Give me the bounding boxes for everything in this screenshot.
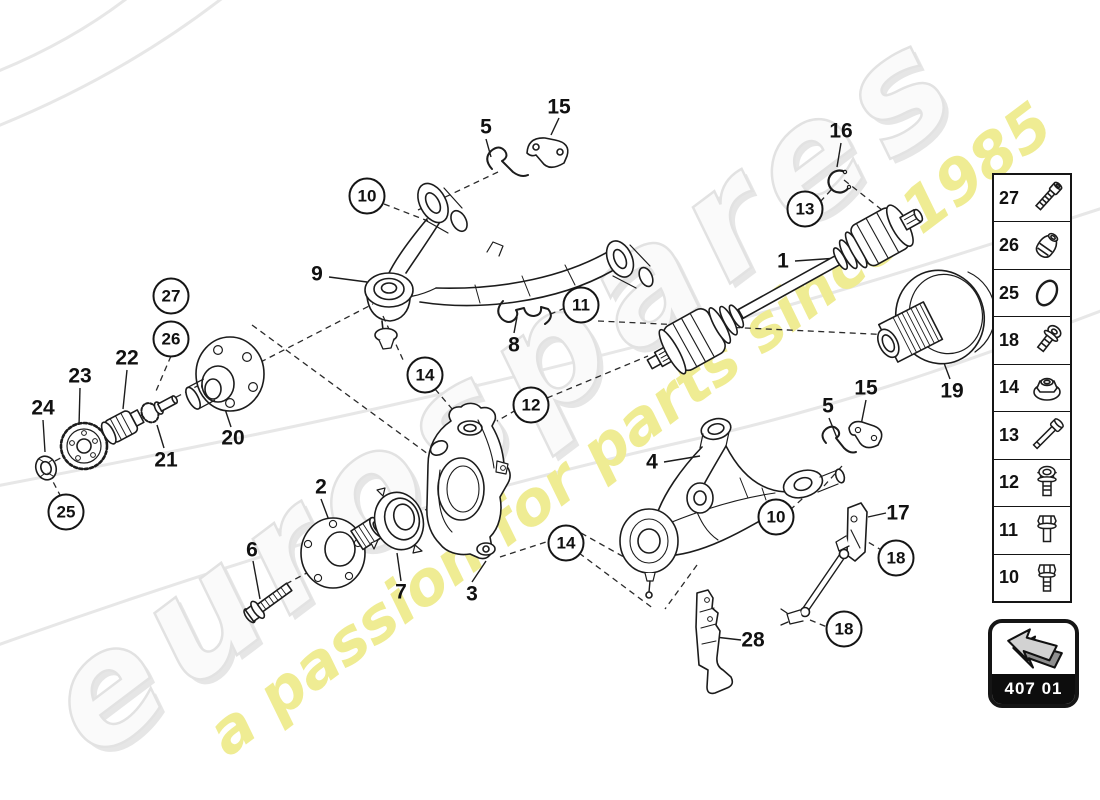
clamp-8-drawing xyxy=(497,300,552,325)
callout-7[interactable]: 7 xyxy=(395,580,407,604)
ribbed-bolt-icon xyxy=(1027,463,1067,503)
callout-5[interactable]: 5 xyxy=(480,115,492,139)
sensor-bracket-17-drawing xyxy=(835,502,868,562)
flange-screw-icon xyxy=(1027,321,1067,361)
sidebar-hardware-row[interactable]: 18 xyxy=(994,316,1070,363)
sidebar-part-number: 10 xyxy=(999,567,1020,588)
sidebar-part-number: 13 xyxy=(999,424,1020,445)
callout-1[interactable]: 1 xyxy=(777,249,789,273)
long-bolt-icon xyxy=(1027,415,1067,455)
circled-callout-27[interactable]: 27 xyxy=(152,277,190,315)
sidebar-hardware-row[interactable]: 12 xyxy=(994,458,1070,506)
wheel-bearing-7-drawing xyxy=(370,487,425,554)
tone-wheel-23-drawing xyxy=(59,421,109,471)
sidebar-hardware-row[interactable]: 11 xyxy=(994,506,1070,553)
callout-4[interactable]: 4 xyxy=(646,450,658,474)
hex-bolt-icon xyxy=(1027,558,1067,598)
cap-22-drawing xyxy=(100,409,145,445)
diagram-code-box[interactable]: 407 01 xyxy=(988,619,1079,708)
sidebar-hardware-row[interactable]: 27 xyxy=(994,175,1070,221)
callout-21[interactable]: 21 xyxy=(154,448,178,472)
leader-lines xyxy=(42,117,951,641)
sidebar-hardware-row[interactable]: 13 xyxy=(994,411,1070,458)
sidebar-part-number: 27 xyxy=(999,187,1020,208)
callout-8[interactable]: 8 xyxy=(508,333,520,357)
flange-nut-icon xyxy=(1027,368,1067,408)
callout-24[interactable]: 24 xyxy=(31,396,55,420)
sidebar-part-number: 25 xyxy=(999,282,1020,303)
lug-nut-icon xyxy=(1027,226,1067,266)
wheel-hub-2-drawing xyxy=(300,516,386,589)
nut-24-drawing xyxy=(34,455,58,481)
diagram-code-label: 407 01 xyxy=(992,674,1075,704)
o-ring-icon xyxy=(1027,273,1067,313)
sensor-link-drawing xyxy=(780,548,850,626)
callout-17[interactable]: 17 xyxy=(886,501,910,525)
callout-23[interactable]: 23 xyxy=(68,364,92,388)
lower-control-arm-drawing xyxy=(619,417,846,599)
clip-15-right-drawing xyxy=(848,420,883,449)
sidebar-part-number: 11 xyxy=(999,519,1019,540)
sidebar-hardware-row[interactable]: 25 xyxy=(994,268,1070,316)
callout-19[interactable]: 19 xyxy=(940,379,964,403)
sidebar-hardware-row[interactable]: 26 xyxy=(994,221,1070,268)
callout-22[interactable]: 22 xyxy=(115,346,139,370)
bolt-6-drawing xyxy=(243,582,293,624)
sidebar-part-number: 18 xyxy=(999,330,1020,351)
circled-callout-10[interactable]: 10 xyxy=(348,177,386,215)
circled-callout-11[interactable]: 11 xyxy=(562,286,600,324)
hex-flange-bolt-icon xyxy=(1027,510,1067,550)
circled-callout-12[interactable]: 12 xyxy=(512,386,550,424)
steering-knuckle-3-drawing xyxy=(426,402,511,560)
sidebar-part-number: 12 xyxy=(999,472,1020,493)
circled-callout-14[interactable]: 14 xyxy=(547,524,585,562)
callout-6[interactable]: 6 xyxy=(246,538,258,562)
circled-callout-10[interactable]: 10 xyxy=(757,498,795,536)
callout-15[interactable]: 15 xyxy=(854,376,878,400)
back-arrow-icon xyxy=(992,623,1075,674)
circled-callout-14[interactable]: 14 xyxy=(406,356,444,394)
stub-shaft-21-drawing xyxy=(140,395,179,424)
hardware-sidebar: 27 26 25 18 14 13 12 xyxy=(992,173,1072,603)
bracket-28-drawing xyxy=(695,589,734,695)
circled-callout-18[interactable]: 18 xyxy=(877,539,915,577)
allen-bolt-icon xyxy=(1027,178,1067,218)
sidebar-part-number: 14 xyxy=(999,377,1020,398)
sidebar-hardware-row[interactable]: 14 xyxy=(994,363,1070,411)
sidebar-hardware-row[interactable]: 10 xyxy=(994,553,1070,601)
circled-callout-25[interactable]: 25 xyxy=(47,493,85,531)
circlip-16-drawing xyxy=(827,169,852,194)
sidebar-part-number: 26 xyxy=(999,235,1020,256)
hub-flange-19-drawing xyxy=(877,269,996,365)
callout-2[interactable]: 2 xyxy=(315,475,327,499)
circled-callout-13[interactable]: 13 xyxy=(786,190,824,228)
callout-16[interactable]: 16 xyxy=(829,119,853,143)
callout-28[interactable]: 28 xyxy=(741,628,765,652)
clip-15-top-drawing xyxy=(526,137,569,169)
circled-callout-26[interactable]: 26 xyxy=(152,320,190,358)
clip-5-right-drawing xyxy=(821,425,857,454)
callout-20[interactable]: 20 xyxy=(221,426,245,450)
callout-9[interactable]: 9 xyxy=(311,262,323,286)
wheel-hub-20-drawing xyxy=(185,336,265,412)
callout-3[interactable]: 3 xyxy=(466,582,478,606)
circled-callout-18[interactable]: 18 xyxy=(825,610,863,648)
callout-15[interactable]: 15 xyxy=(547,95,571,119)
drive-shaft-drawing xyxy=(646,204,924,375)
callout-5[interactable]: 5 xyxy=(822,394,834,418)
clip-5-top-drawing xyxy=(486,146,529,177)
upper-control-arm-drawing xyxy=(364,182,654,350)
